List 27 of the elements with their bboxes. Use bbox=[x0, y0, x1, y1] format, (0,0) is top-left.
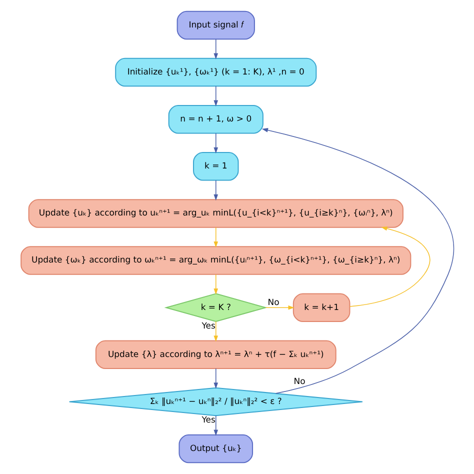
arrow bbox=[264, 305, 294, 310]
node-diamond: Σₖ ‖uₖⁿ⁺¹ − uₖⁿ‖₂² / ‖uₖⁿ‖₂² < ε ? bbox=[68, 387, 362, 416]
arrow bbox=[261, 128, 454, 394]
node-box: k = k+1 bbox=[292, 293, 350, 322]
arrow bbox=[213, 180, 218, 201]
arrow bbox=[213, 86, 218, 106]
arrow bbox=[213, 132, 218, 154]
arrow bbox=[213, 274, 218, 295]
node-diamond: k = K ? bbox=[164, 293, 268, 322]
arrow bbox=[213, 415, 218, 436]
node-box: k = 1 bbox=[192, 152, 238, 181]
node-box: Update {ωₖ} according to ωₖⁿ⁺¹ = arg_ωₖ minL({uᵢⁿ⁺¹}, {ω_{i<k}ⁿ⁺¹}, {ω_{i≥k}ⁿ}, λⁿ) bbox=[20, 246, 411, 275]
edge-label: No bbox=[293, 376, 305, 386]
arrow bbox=[213, 321, 218, 342]
arrow bbox=[213, 38, 218, 60]
arrow bbox=[213, 368, 218, 389]
node-box: Output {uₖ} bbox=[178, 434, 253, 464]
edge-label: Yes bbox=[201, 414, 215, 425]
edge-label: Yes bbox=[201, 320, 215, 330]
node-box: Update {λ} according to λⁿ⁺¹ = λⁿ + τ(f − Σₖ uₖⁿ⁺¹) bbox=[94, 340, 336, 370]
edge-label: No bbox=[267, 297, 279, 308]
arrow bbox=[213, 227, 218, 248]
node-box: Initialize {uₖ¹}, {ωₖ¹} (k = 1: K), λ¹ ,n = 0 bbox=[114, 58, 316, 87]
arrow bbox=[348, 226, 430, 307]
node-box: n = n + 1, ω > 0 bbox=[168, 104, 263, 134]
node-box: Input signal 𝑓 bbox=[176, 10, 254, 40]
node-box: Update {uₖ} according to uₖⁿ⁺¹ = arg_uₖ minL({u_{i<k}ⁿ⁺¹}, {u_{i≥k}ⁿ}, {ωᵢⁿ}, λⁿ) bbox=[28, 199, 403, 228]
